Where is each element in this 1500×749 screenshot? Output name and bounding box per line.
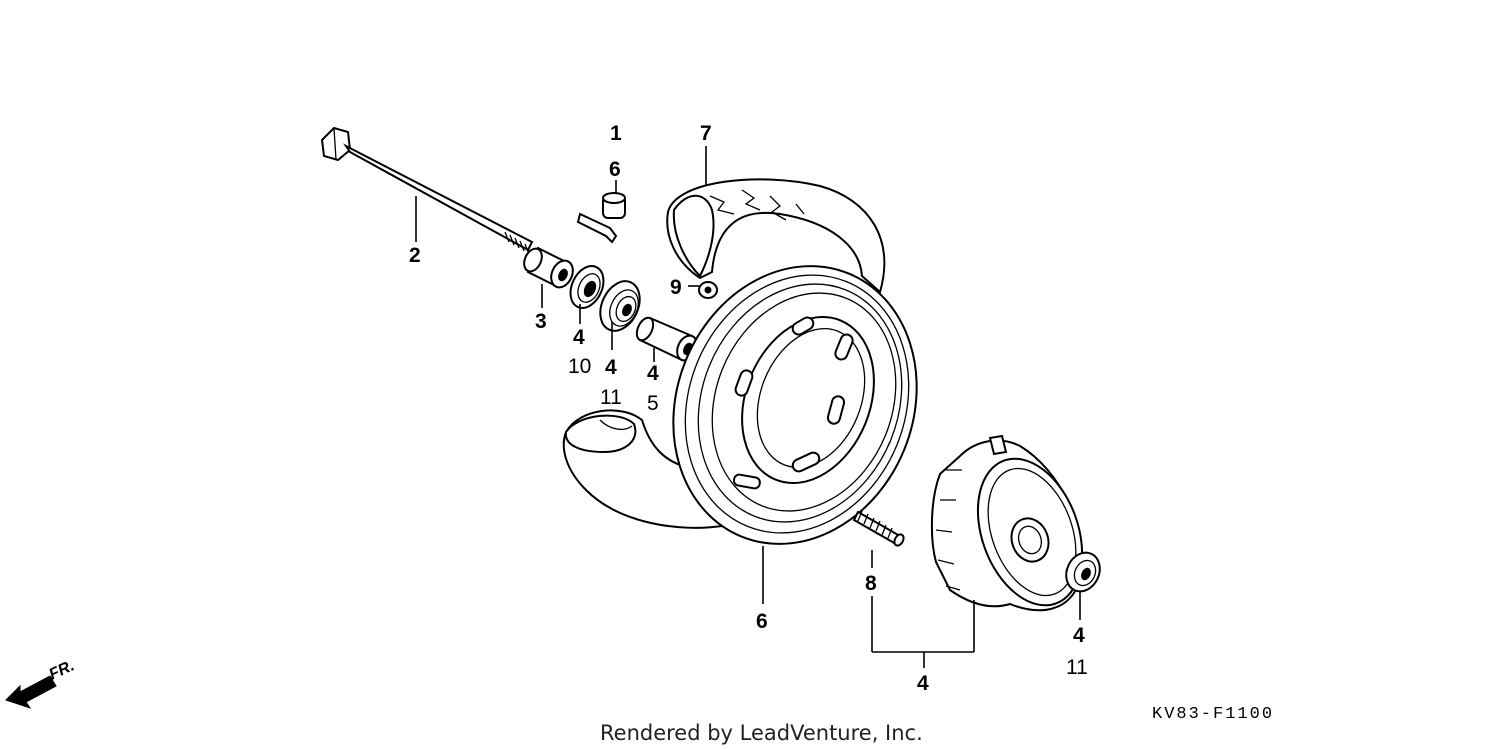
front-wheel-hub-part[interactable] xyxy=(930,434,1101,620)
callout-6-valve: 6 xyxy=(609,158,621,181)
collar-spacer-part[interactable] xyxy=(521,246,577,291)
tire-lower-section-part[interactable] xyxy=(562,409,725,529)
tire-valve-part[interactable] xyxy=(576,192,626,244)
callout-11-left: 11 xyxy=(600,386,622,409)
callout-4-bearing-right: 4 xyxy=(1073,624,1085,647)
callout-3: 3 xyxy=(535,310,547,333)
callout-4-hub: 4 xyxy=(917,672,929,695)
tire-upper-section-part[interactable] xyxy=(666,178,886,299)
arrow-left-icon xyxy=(5,675,57,709)
callout-4-bearing-left: 4 xyxy=(605,356,617,379)
axle-bolt-part[interactable] xyxy=(320,126,534,255)
callout-9: 9 xyxy=(670,276,682,299)
radial-ball-bearing-left-part[interactable] xyxy=(593,275,648,337)
diagram-code: KV83-F1100 xyxy=(1152,705,1274,724)
wheel-rim-part[interactable] xyxy=(632,229,957,581)
stud-bolt-part[interactable] xyxy=(852,510,905,547)
callout-4-seal: 4 xyxy=(573,326,585,349)
callout-10: 10 xyxy=(568,355,591,378)
front-direction-indicator: FR. xyxy=(5,657,78,709)
callout-labels: 1 6 7 2 9 3 4 10 4 11 4 5 6 8 4 4 11 xyxy=(409,122,1088,695)
callout-2: 2 xyxy=(409,244,421,267)
callout-8: 8 xyxy=(865,572,877,595)
callout-11-right: 11 xyxy=(1066,656,1088,679)
front-direction-label: FR. xyxy=(47,657,78,683)
leader-lines xyxy=(415,146,1081,668)
rendered-by-credit: Rendered by LeadVenture, Inc. xyxy=(600,721,923,745)
callout-4-collar: 4 xyxy=(647,362,659,385)
callout-6-rim: 6 xyxy=(756,610,768,633)
callout-5: 5 xyxy=(647,392,659,415)
callout-7: 7 xyxy=(700,122,712,145)
radial-ball-bearing-right-part[interactable] xyxy=(1060,547,1106,597)
dust-seal-part[interactable] xyxy=(564,261,610,314)
callout-1: 1 xyxy=(610,122,622,145)
